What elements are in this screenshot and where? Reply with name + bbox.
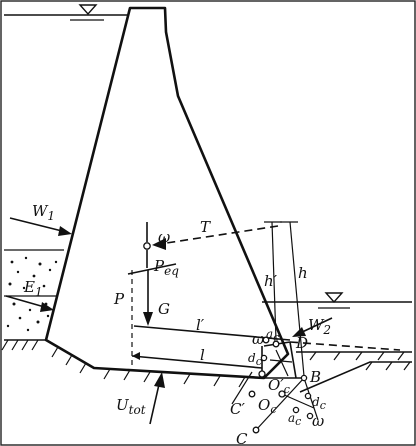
D-dashed-extension [289,341,401,351]
h-dimension [280,221,305,377]
Utot-label: Utot [116,396,146,417]
Peq-force-arrow [127,250,177,275]
l-label: l [200,346,205,364]
wedge-point-4 [304,392,312,400]
C-point [252,426,260,434]
l-prime-label: l′ [196,316,205,334]
E1-label: E1 [23,278,43,299]
Utot-force-arrow [149,372,165,425]
W2-label: W2 [308,316,331,337]
foundation-ground [1,339,265,388]
upstream-water-level-icon [78,4,98,16]
wedge-point-3 [260,354,268,362]
W1-force-arrow [9,217,72,236]
downstream-water-level-icon [324,292,344,304]
h-label: h [298,264,308,282]
l-line [131,355,263,369]
O-c-point [278,390,286,398]
wedge-point-5 [292,406,300,414]
E1-force-arrow [5,295,54,312]
G-force-arrow [143,270,153,326]
wedge-point-6 [306,412,314,420]
G-label: G [158,300,170,318]
ac-top-label: ac [266,327,279,344]
dam-body [44,6,290,380]
gravity-center-point [143,242,151,250]
omega-bottom-label: ω [312,412,324,430]
dc-right-label: dc [312,395,326,412]
h-prime-dimension [264,221,282,341]
D-label: D [295,334,308,352]
C-prime-point [248,390,256,398]
B-label: B [309,368,321,386]
h-prime-label: h′ [264,272,278,290]
ac-bottom-label: ac [288,411,301,428]
C-label: C [236,430,248,446]
P-label: P [113,290,125,308]
W1-label: W1 [32,202,55,223]
B-point [300,374,308,382]
omega-mid-label: ω [252,330,264,348]
wedge-point-1 [262,336,270,344]
C-prime-label: C′ [230,400,245,418]
W2-force-arrow [292,317,333,337]
Peq-label: Peq [153,257,179,278]
upstream-water-level [4,4,128,21]
O-c-label: Oc [258,396,276,416]
wedge-point-2 [272,340,280,348]
upstream-sediment [4,249,64,332]
O-c-prime-point [258,370,266,378]
T-label: T [200,218,211,236]
downstream-water-level [262,292,412,309]
downstream-ground [296,351,412,393]
T-force-arrow [152,225,279,250]
dc-left-label: dc [248,351,262,368]
O-c-prime-label: O′c [268,376,290,396]
